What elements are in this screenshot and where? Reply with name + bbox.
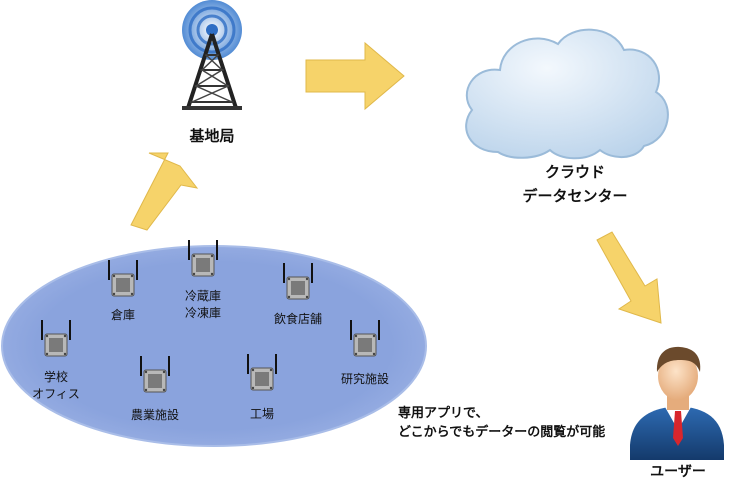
- sensor-cold-label-line2: 冷凍庫: [184, 306, 221, 320]
- sensor-agri-label: 農業施設: [130, 408, 179, 422]
- sensor-school-label-line1: 学校: [43, 370, 68, 384]
- note-line2: どこからでもデーターの閲覧が可能: [398, 425, 606, 440]
- note-line1: 専用アプリで、: [398, 406, 489, 421]
- user-label: ユーザー: [650, 464, 706, 480]
- arrow-to-base-station: [130, 152, 199, 231]
- sensor-restaurant-label: 飲食店舗: [273, 312, 322, 326]
- cloud-label-line2: データセンター: [522, 187, 628, 205]
- cloud-label-line1: クラウド: [544, 163, 605, 181]
- user-avatar-icon: [630, 346, 724, 460]
- sensor-school-label-line2: オフィス: [32, 387, 80, 401]
- sensor-factory-label: 工場: [249, 407, 274, 421]
- arrow-to-cloud: [305, 41, 405, 111]
- arrow-to-user: [596, 231, 662, 324]
- sensor-warehouse-label: 倉庫: [110, 308, 135, 322]
- network-area: [1, 245, 427, 447]
- cloud-icon: [465, 28, 669, 160]
- base-station-label: 基地局: [189, 127, 235, 145]
- sensor-research-label: 研究施設: [340, 372, 389, 386]
- sensor-cold-label-line1: 冷蔵庫: [184, 289, 221, 303]
- base-station-tower-icon: [182, 0, 242, 110]
